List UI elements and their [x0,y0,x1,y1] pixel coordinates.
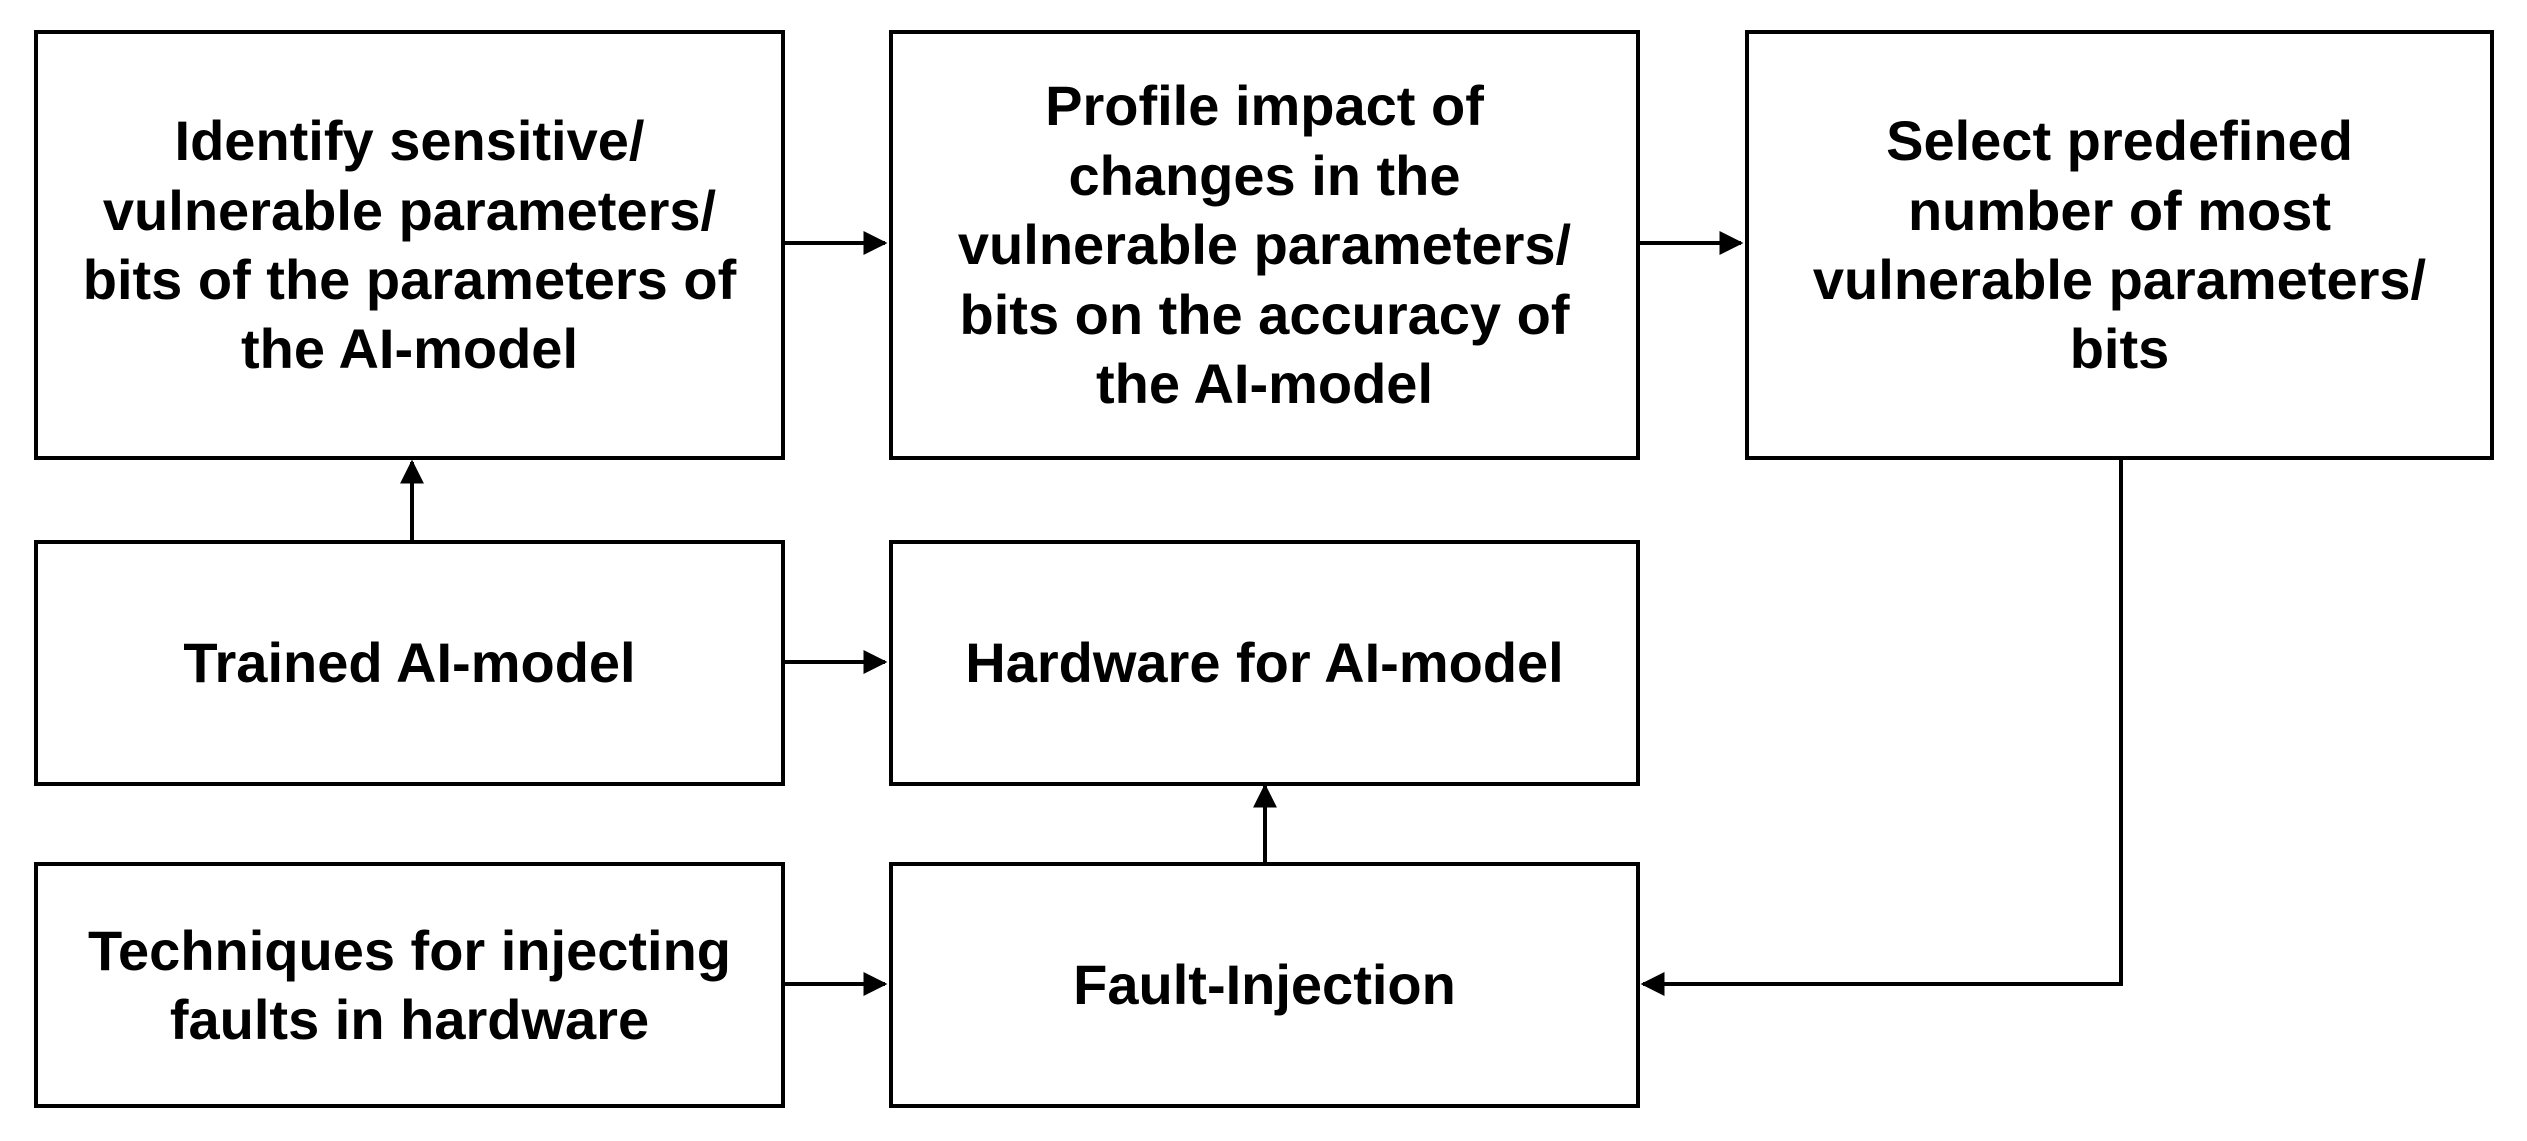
node-trained-ai-model: Trained AI-model [34,540,785,786]
node-trained-label: Trained AI-model [183,631,636,695]
node-fault-label: Fault-Injection [1073,953,1456,1017]
node-identify-label: Identify sensitive/ vulnerable parameter… [82,109,737,381]
node-identify-vulnerable-parameters: Identify sensitive/ vulnerable parameter… [34,30,785,460]
node-fault-injection: Fault-Injection [889,862,1640,1108]
node-hardware-label: Hardware for AI-model [965,631,1564,695]
edge-select-to-fault [1640,460,2123,996]
node-techniques-injecting-faults: Techniques for injecting faults in hardw… [34,862,785,1108]
node-techniques-label: Techniques for injecting faults in hardw… [87,918,731,1051]
node-profile-impact: Profile impact of changes in the vulnera… [889,30,1640,460]
node-select-label: Select predefined number of most vulnera… [1812,109,2427,381]
node-select-predefined: Select predefined number of most vulnera… [1745,30,2494,460]
node-profile-label: Profile impact of changes in the vulnera… [957,74,1572,416]
node-hardware-for-ai-model: Hardware for AI-model [889,540,1640,786]
